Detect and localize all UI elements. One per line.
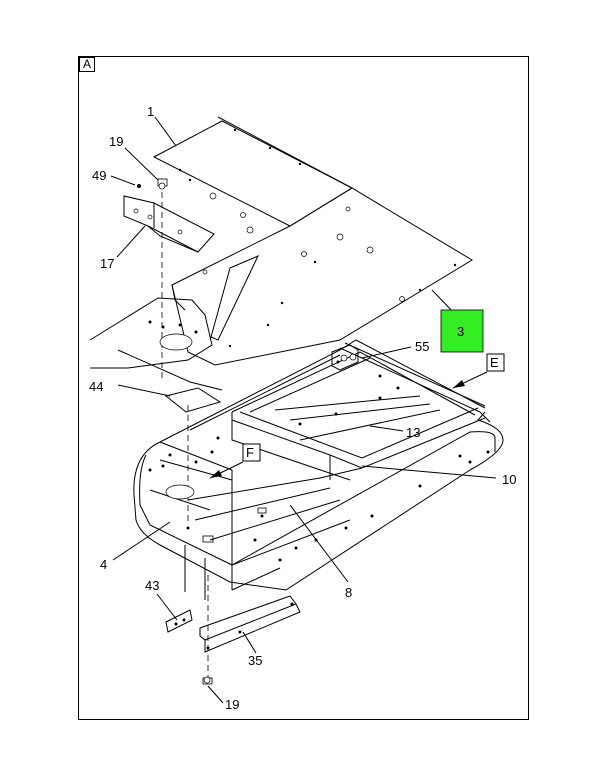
callout-35: 35 <box>248 653 262 668</box>
callout-49: 49 <box>92 168 106 183</box>
callout-E: E <box>490 355 499 370</box>
view-label: A <box>79 57 95 72</box>
main-frame <box>133 339 504 600</box>
bar-part-35 <box>199 595 301 653</box>
callout-10: 10 <box>502 472 516 487</box>
ref-box-F <box>242 443 261 462</box>
rear-floor-plate <box>89 297 223 391</box>
callout-4: 4 <box>100 557 107 572</box>
bracket-part-43 <box>165 609 193 633</box>
callout-1: 1 <box>147 104 154 119</box>
plate-part-44 <box>164 387 222 413</box>
floor-plate <box>152 116 473 366</box>
arrow-F <box>210 470 222 478</box>
ref-box-E <box>486 353 505 372</box>
drawing-frame <box>78 56 529 720</box>
callout-43: 43 <box>145 578 159 593</box>
callout-8: 8 <box>345 585 352 600</box>
arrow-E <box>453 380 465 388</box>
callout-19-top: 19 <box>109 134 123 149</box>
callout-17: 17 <box>100 256 114 271</box>
callout-44: 44 <box>89 379 103 394</box>
leader-lines <box>110 116 497 704</box>
fastener-49 <box>137 184 141 188</box>
bracket-part-17 <box>123 195 215 253</box>
hardware-part-55 <box>331 344 359 371</box>
bolt-19-top <box>157 178 168 190</box>
callout-19-bottom: 19 <box>225 697 239 712</box>
bolt-19-bottom <box>202 676 213 685</box>
callout-55: 55 <box>415 339 429 354</box>
callout-3[interactable]: 3 <box>457 324 464 339</box>
callout-13: 13 <box>406 425 420 440</box>
callout-F: F <box>246 445 254 460</box>
highlight-box-3[interactable] <box>440 309 484 353</box>
